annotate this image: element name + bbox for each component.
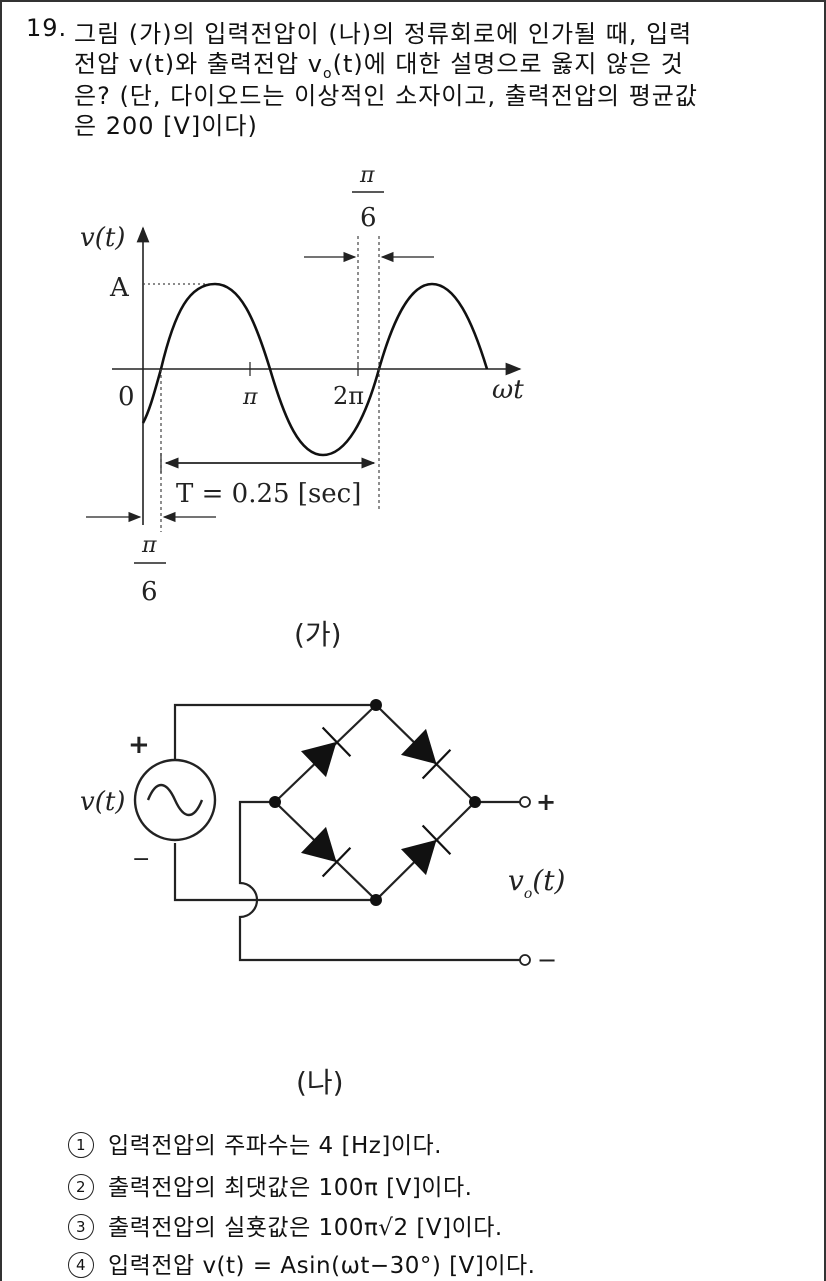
output-terminal-minus xyxy=(519,954,531,966)
x-axis-label: ωt xyxy=(492,375,524,405)
choice-2-mark: 2 xyxy=(68,1173,94,1200)
shift-bottom-numerator: π xyxy=(141,533,157,558)
diode-lower-left xyxy=(300,826,352,878)
figure-b-caption: (나) xyxy=(296,1066,344,1099)
pi-label: π xyxy=(242,385,258,410)
choice-2[interactable]: 2 출력전압의 최댓값은 100π [V]이다. xyxy=(68,1168,472,1202)
shift-top-numerator: π xyxy=(359,163,375,188)
figure-a-waveform: v(t) A 0 π 2π ωt T = 0.25 [sec] π 6 π 6 … xyxy=(80,163,524,651)
diode-lower-right xyxy=(400,824,452,876)
question-line-2a: 전압 v(t)와 출력전압 v xyxy=(74,50,323,78)
minus-in-label: − xyxy=(132,847,150,872)
shift-top-denominator: 6 xyxy=(360,203,377,233)
output-terminal-plus xyxy=(519,796,531,808)
origin-label: 0 xyxy=(118,382,135,412)
figure-a-caption: (가) xyxy=(294,618,342,651)
two-pi-label: 2π xyxy=(333,382,364,410)
wire-bottom xyxy=(173,843,376,902)
figure-b-circuit: + − v(t) + − vo(t) (나) xyxy=(80,699,565,1099)
vo-subscript: o xyxy=(323,65,333,82)
diode-upper-right xyxy=(400,728,452,780)
sine-curve xyxy=(141,282,489,457)
diode-upper-left xyxy=(300,726,352,778)
choice-4-mark: 4 xyxy=(68,1251,94,1278)
choice-4-text: 입력전압 v(t) = Asin(ωt−30°) [V]이다. xyxy=(108,1253,536,1279)
plus-out-label: + xyxy=(536,788,556,816)
question-number: 19. xyxy=(26,14,68,42)
question-line-3: 은? (단, 다이오드는 이상적인 소자이고, 출력전압의 평균값 xyxy=(74,82,698,110)
choice-3-text: 출력전압의 실횻값은 100π√2 [V]이다. xyxy=(108,1215,503,1241)
output-label: vo(t) xyxy=(508,864,565,902)
choice-1[interactable]: 1 입력전압의 주파수는 4 [Hz]이다. xyxy=(68,1126,442,1160)
choice-1-text: 입력전압의 주파수는 4 [Hz]이다. xyxy=(108,1133,442,1159)
question-line-1: 그림 (가)의 입력전압이 (나)의 정류회로에 인가될 때, 입력 xyxy=(74,20,693,48)
choice-2-text: 출력전압의 최댓값은 100π [V]이다. xyxy=(108,1175,473,1201)
amplitude-label: A xyxy=(109,273,130,303)
plus-in-label: + xyxy=(128,730,150,760)
choice-4[interactable]: 4 입력전압 v(t) = Asin(ωt−30°) [V]이다. xyxy=(68,1246,536,1280)
question-line-2b: (t)에 대한 설명으로 옳지 않은 것 xyxy=(332,50,684,78)
choice-1-mark: 1 xyxy=(68,1131,94,1158)
choice-3[interactable]: 3 출력전압의 실횻값은 100π√2 [V]이다. xyxy=(68,1208,503,1242)
choice-3-mark: 3 xyxy=(68,1213,94,1240)
shift-bottom-denominator: 6 xyxy=(141,577,158,607)
minus-out-label: − xyxy=(537,946,557,974)
y-axis-label: v(t) xyxy=(80,223,125,253)
wire-ground xyxy=(238,800,520,962)
question-line-2: 전압 v(t)와 출력전압 vo(t)에 대한 설명으로 옳지 않은 것 xyxy=(74,44,684,82)
sine-symbol-icon xyxy=(146,783,204,817)
period-label: T = 0.25 [sec] xyxy=(176,479,361,509)
bridge-diamond xyxy=(273,703,477,902)
source-label: v(t) xyxy=(80,787,125,817)
question-line-4: 은 200 [V]이다) xyxy=(74,112,258,140)
